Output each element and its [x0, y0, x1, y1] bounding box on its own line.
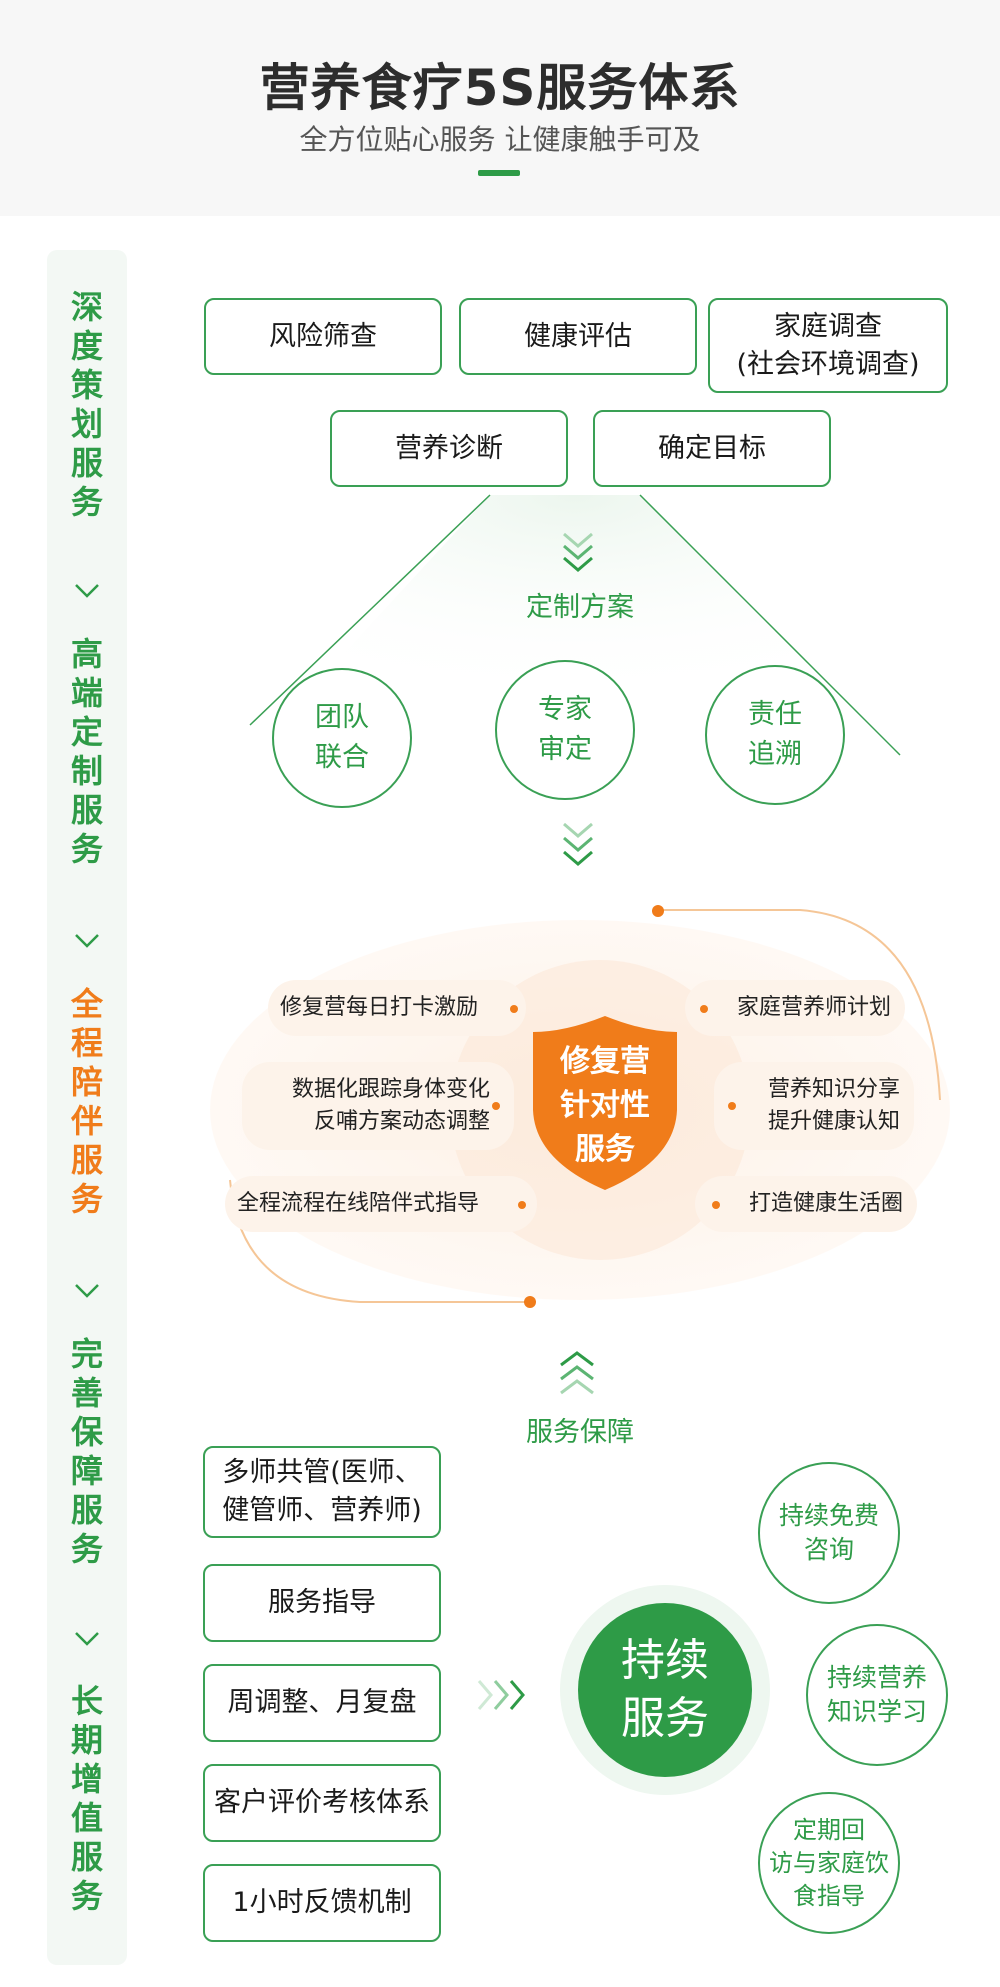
sidebar-section-companion: 全 程 陪 伴 服 务	[70, 985, 103, 1218]
custom-plan-label: 定制方案	[526, 592, 634, 623]
sidebar: 深 度 策 划 服 务 高 端 定 制 服 务 全 程 陪 伴 服 务 完 善 …	[47, 250, 127, 1965]
companion-item-tracking: 数据化跟踪身体变化 反哺方案动态调整	[242, 1062, 514, 1150]
guarantee-box-evaluation: 客户评价考核体系	[203, 1764, 441, 1842]
plan-box-family-survey: 家庭调查 (社会环境调查)	[708, 298, 948, 393]
orange-dot	[524, 1296, 536, 1308]
companion-item-checkin: 修复营每日打卡激励	[268, 980, 526, 1036]
sidebar-section-planning: 深 度 策 划 服 务	[70, 288, 103, 521]
companion-item-text: 营养知识分享 提升健康认知	[767, 1077, 900, 1134]
service-guarantee-label: 服务保障	[526, 1417, 634, 1448]
orange-dot	[518, 1201, 526, 1209]
orange-dot	[492, 1102, 500, 1110]
companion-item-text: 全程流程在线陪伴式指导	[237, 1191, 480, 1216]
chevron-down-icon	[75, 1632, 99, 1646]
guarantee-box-weekly-review: 周调整、月复盘	[203, 1664, 441, 1742]
circle-followup-diet: 定期回 访与家庭饮 食指导	[758, 1792, 900, 1934]
companion-item-lifestyle: 打造健康生活圈	[695, 1176, 917, 1232]
page-subtitle: 全方位贴心服务 让健康触手可及	[299, 123, 701, 156]
companion-item-family-nutritionist: 家庭营养师计划	[685, 980, 905, 1036]
double-chevron-down-icon	[563, 532, 593, 572]
plan-box-risk-screening: 风险筛查	[204, 298, 442, 375]
guarantee-box-feedback: 1小时反馈机制	[203, 1864, 441, 1942]
chevron-down-icon	[75, 584, 99, 598]
circle-nutrition-learning: 持续营养 知识学习	[806, 1624, 948, 1766]
orange-dot	[510, 1005, 518, 1013]
plan-box-nutrition-diagnosis: 营养诊断	[330, 410, 568, 487]
chevron-down-icon	[75, 1284, 99, 1298]
companion-item-text: 数据化跟踪身体变化 反哺方案动态调整	[291, 1077, 490, 1134]
circle-expert-review: 专家 审定	[495, 660, 635, 800]
guarantee-box-multi-doctor: 多师共管(医师、 健管师、营养师)	[203, 1446, 441, 1538]
double-chevron-down-icon	[563, 822, 593, 866]
orange-dot	[712, 1201, 720, 1209]
double-chevron-up-icon	[560, 1351, 594, 1395]
orange-dot	[700, 1005, 708, 1013]
guarantee-box-service-guidance: 服务指导	[203, 1564, 441, 1642]
orange-dot	[652, 905, 664, 917]
circle-team-collaboration: 团队 联合	[272, 668, 412, 808]
circle-free-consultation: 持续免费 咨询	[758, 1462, 900, 1604]
plan-box-health-assessment: 健康评估	[459, 298, 697, 375]
plan-box-set-goals: 确定目标	[593, 410, 831, 487]
sidebar-section-guarantee: 完 善 保 障 服 务	[70, 1335, 103, 1568]
companion-item-knowledge: 营养知识分享 提升健康认知	[714, 1062, 914, 1150]
shield-text: 修复营 针对性 服务	[560, 1044, 650, 1167]
companion-item-text: 家庭营养师计划	[736, 995, 891, 1020]
shield-icon	[533, 1016, 677, 1190]
header	[0, 0, 1000, 216]
sidebar-section-custom: 高 端 定 制 服 务	[70, 635, 103, 868]
title-underline	[478, 170, 520, 176]
chevron-down-icon	[75, 934, 99, 948]
companion-item-text: 打造健康生活圈	[748, 1191, 903, 1216]
continuous-service-center: 持续 服务	[578, 1603, 752, 1777]
orange-dot	[728, 1102, 736, 1110]
companion-item-text: 修复营每日打卡激励	[280, 995, 479, 1020]
triple-chevron-right-icon	[477, 1680, 525, 1710]
page-title: 营养食疗5S服务体系	[259, 59, 741, 117]
sidebar-section-value: 长 期 增 值 服 务	[70, 1682, 103, 1915]
companion-item-guidance: 全程流程在线陪伴式指导	[225, 1176, 537, 1232]
circle-accountability: 责任 追溯	[705, 665, 845, 805]
